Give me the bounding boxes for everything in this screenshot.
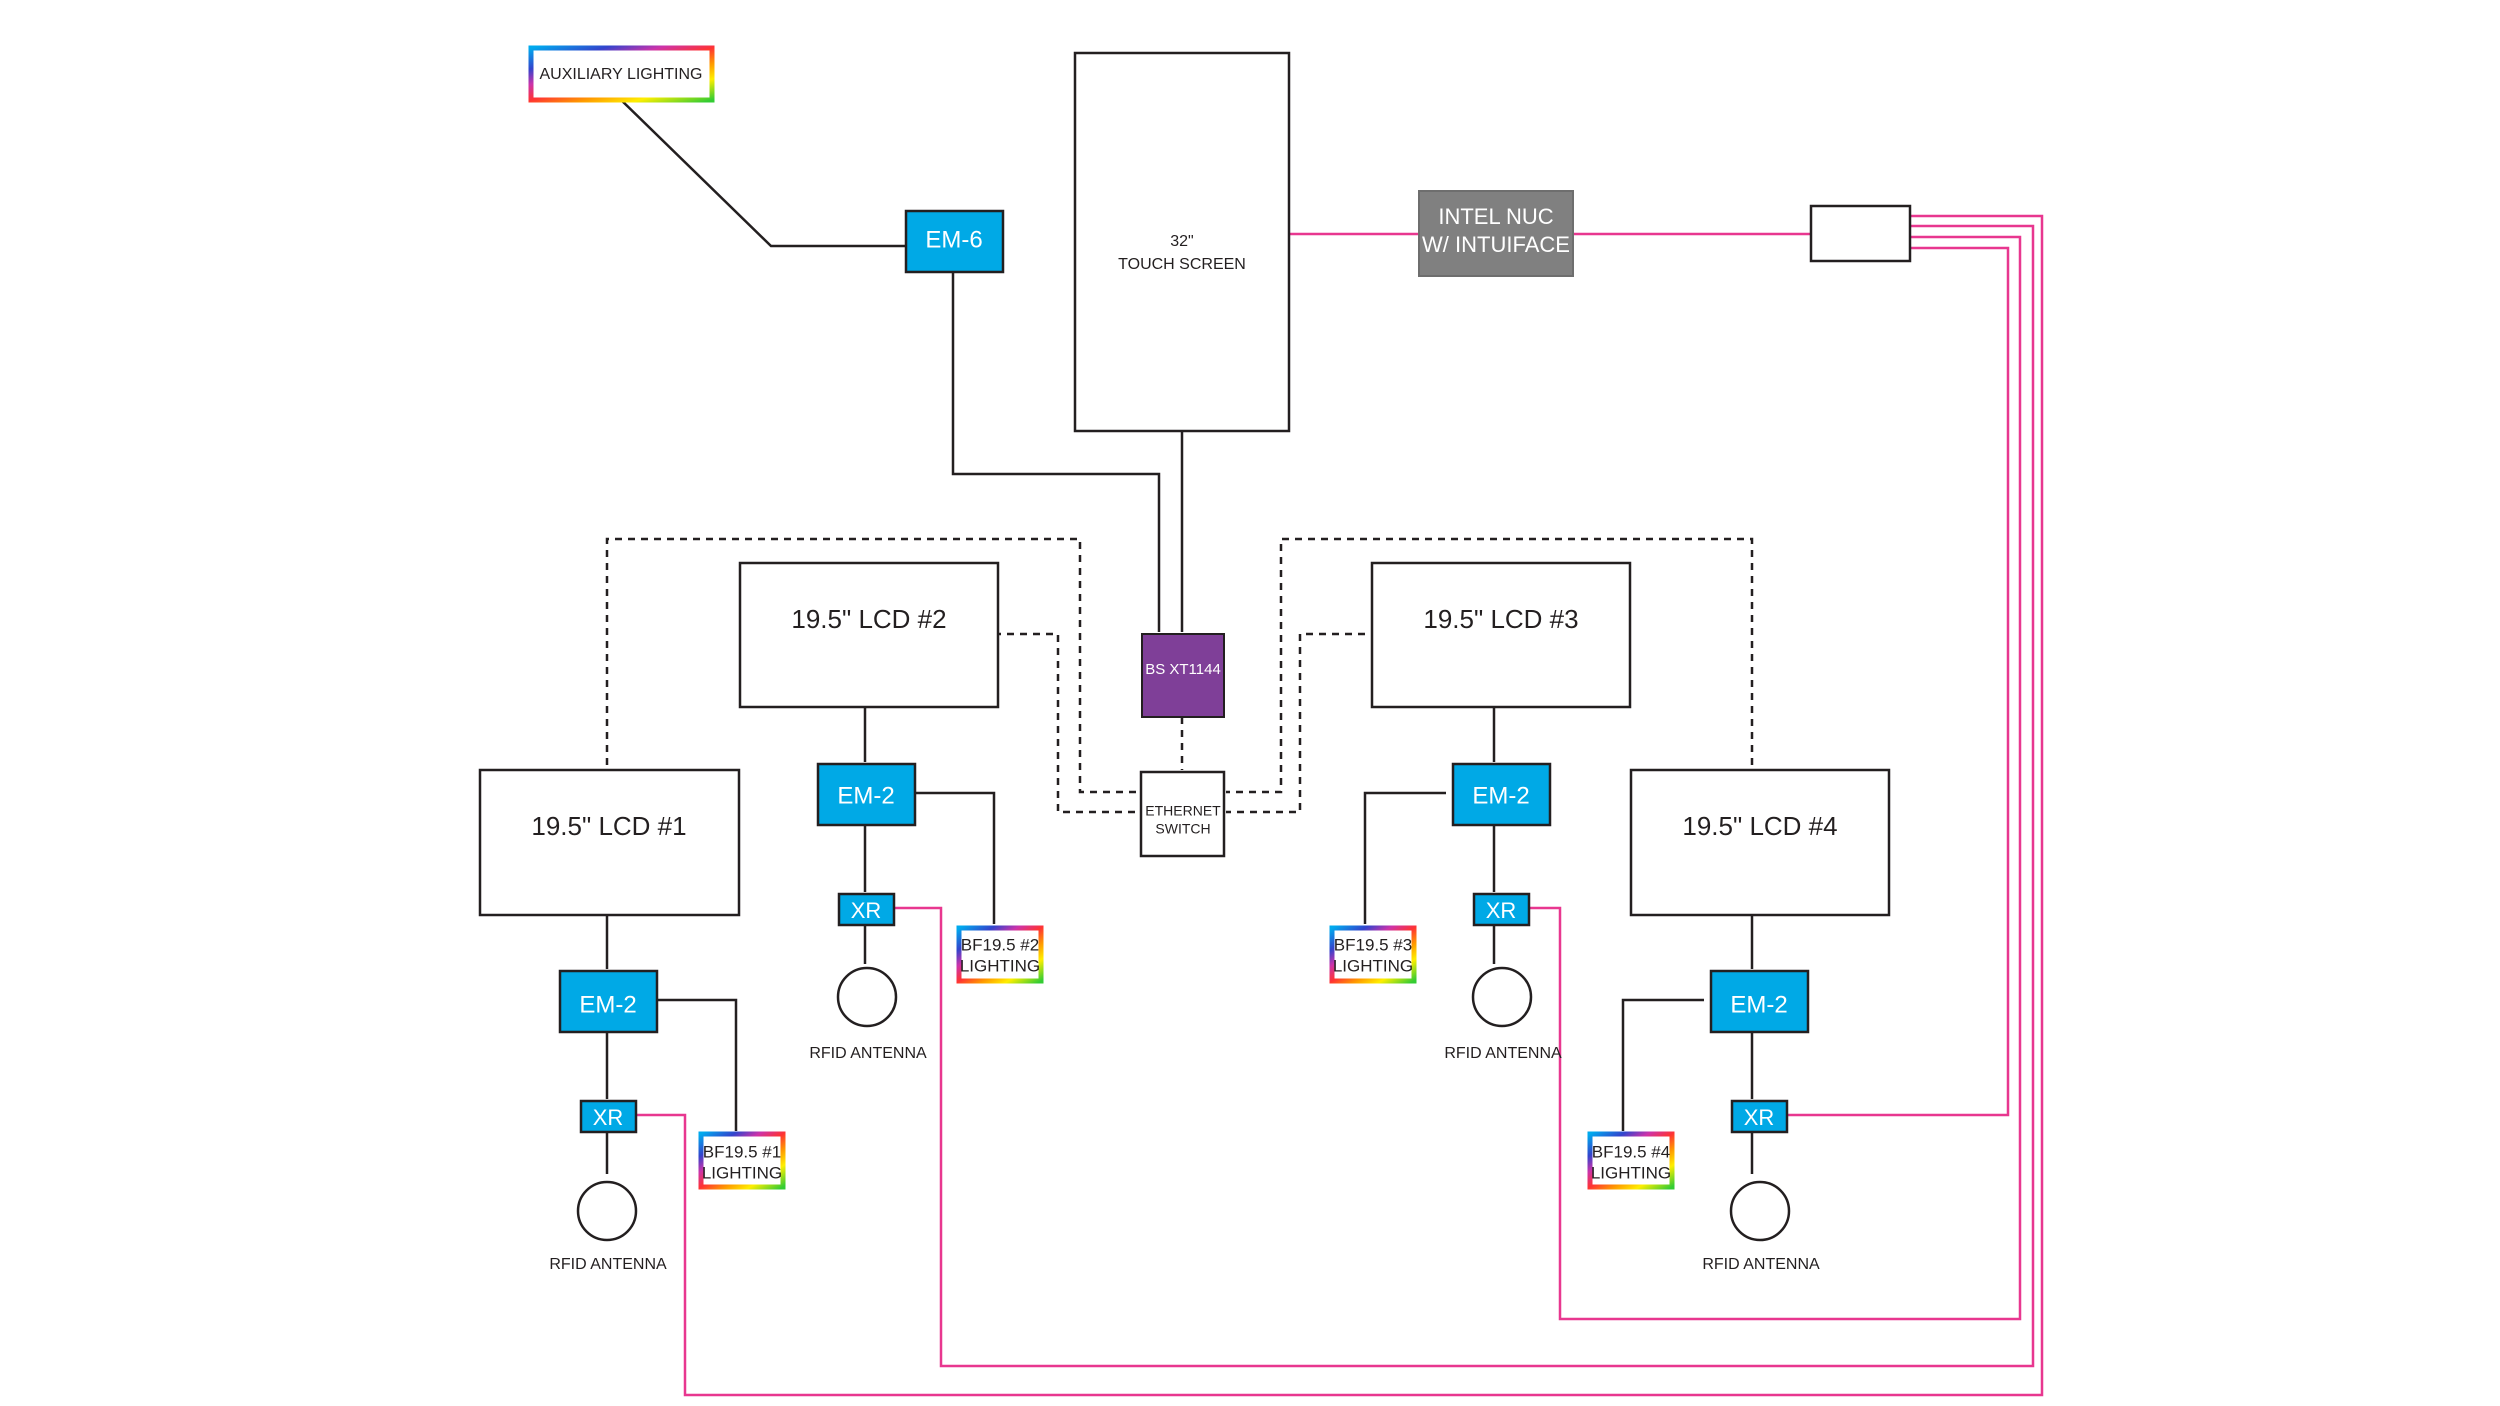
lcd-4-label: 19.5" LCD #4 [1682,811,1837,841]
xr4-usb-line [1782,246,2010,1117]
nuc-label-line1: INTEL NUC [1438,204,1553,229]
lighting-4-label-line2: LIGHTING [1591,1163,1671,1182]
lcd-3 [1370,561,1632,709]
lcd2-network-link [994,632,1138,814]
em2-module-4 [1709,969,1810,1034]
station-3: 19.5" LCD #3 EM-2 XR RFID ANTENNA BF19.5… [1329,561,1632,1062]
lighting-box-3 [1329,925,1417,984]
auxiliary-lighting-label: AUXILIARY LIGHTING [539,66,702,83]
lighting-box-1 [698,1131,786,1190]
em2-3-to-lighting-wire [1363,791,1446,924]
lighting-4-label-line1: BF19.5 #4 [1592,1142,1670,1161]
wiring-lines [605,95,1754,1174]
rfid-antenna-4-label: RFID ANTENNA [1702,1256,1820,1273]
rfid-antenna-2-label: RFID ANTENNA [809,1045,927,1062]
xr-1-label: XR [593,1105,624,1130]
lighting-3-label-line2: LIGHTING [1333,956,1413,975]
xr3-usb-line [1524,235,2022,1321]
xr-4-label: XR [1744,1105,1775,1130]
touch-screen: 32" TOUCH SCREEN [1073,51,1291,433]
lcd-2 [738,561,1000,709]
em6-label: EM-6 [925,226,982,253]
em2-4-to-lighting-wire [1621,998,1704,1131]
xr-reader-2 [837,892,896,927]
xr2-usb-line [895,224,2035,1368]
rfid-antenna-1-label: RFID ANTENNA [549,1256,667,1273]
ethernet-switch: ETHERNET SWITCH [1139,770,1226,858]
rfid-antenna-2 [836,966,898,1028]
intel-nuc: INTEL NUC W/ INTUIFACE [1418,190,1574,277]
lcd-4 [1629,768,1891,917]
usb-hub-box [1809,204,1912,263]
em6-to-brightsign-wire [951,270,1161,632]
lighting-2-label-line2: LIGHTING [960,956,1040,975]
em2-4-label: EM-2 [1730,991,1787,1018]
station-2: 19.5" LCD #2 EM-2 XR RFID ANTENNA BF19.5… [738,561,1044,1062]
usb-lines [637,214,2044,1397]
em2-3-label: EM-2 [1472,782,1529,809]
em2-1-to-lighting-wire [655,998,738,1131]
lcd-2-label: 19.5" LCD #2 [791,604,946,634]
ethernet-switch-label-line2: SWITCH [1155,821,1210,837]
xr-reader-3 [1472,892,1531,927]
em2-2-label: EM-2 [837,782,894,809]
touch-screen-size-label: 32" [1170,233,1193,250]
xr-reader-4 [1730,1099,1789,1134]
auxiliary-lighting-box: AUXILIARY LIGHTING [528,45,715,103]
lcd4-network-link [1226,537,1754,794]
station-4: 19.5" LCD #4 EM-2 XR RFID ANTENNA BF19.5… [1587,768,1891,1273]
xr-reader-1 [579,1099,638,1134]
brightsign-player: BS XT1144 [1141,633,1225,718]
em6-module: EM-6 [904,209,1005,274]
lcd-1-label: 19.5" LCD #1 [531,811,686,841]
lighting-box-2 [956,925,1044,984]
lcd3-network-link [1226,632,1365,814]
touch-screen-label: TOUCH SCREEN [1118,256,1246,273]
lighting-1-label-line1: BF19.5 #1 [703,1142,781,1161]
ethernet-switch-label-line1: ETHERNET [1145,803,1221,819]
network-dashed-lines [605,537,1754,814]
lighting-1-label-line2: LIGHTING [702,1163,782,1182]
rfid-antenna-4 [1729,1180,1791,1242]
brightsign-label: BS XT1144 [1145,661,1221,678]
em2-module-2 [816,762,917,827]
lighting-2-label-line1: BF19.5 #2 [961,935,1039,954]
lighting-box-4 [1587,1131,1675,1190]
rfid-antenna-1 [576,1180,638,1242]
em2-2-to-lighting-wire [913,791,996,924]
em2-module-3 [1451,762,1552,827]
em2-module-1 [558,969,659,1034]
lcd-3-label: 19.5" LCD #3 [1423,604,1578,634]
lighting-3-label-line1: BF19.5 #3 [1334,935,1412,954]
em2-1-label: EM-2 [579,991,636,1018]
station-1: 19.5" LCD #1 EM-2 XR RFID ANTENNA BF19.5… [478,768,786,1273]
rfid-antenna-3 [1471,966,1533,1028]
lcd-1 [478,768,741,917]
xr-3-label: XR [1486,898,1517,923]
nuc-label-line2: W/ INTUIFACE [1422,232,1570,257]
xr-2-label: XR [851,898,882,923]
xr1-usb-line [637,214,2044,1397]
aux-to-em6-wire [616,95,905,248]
rfid-antenna-3-label: RFID ANTENNA [1444,1045,1562,1062]
